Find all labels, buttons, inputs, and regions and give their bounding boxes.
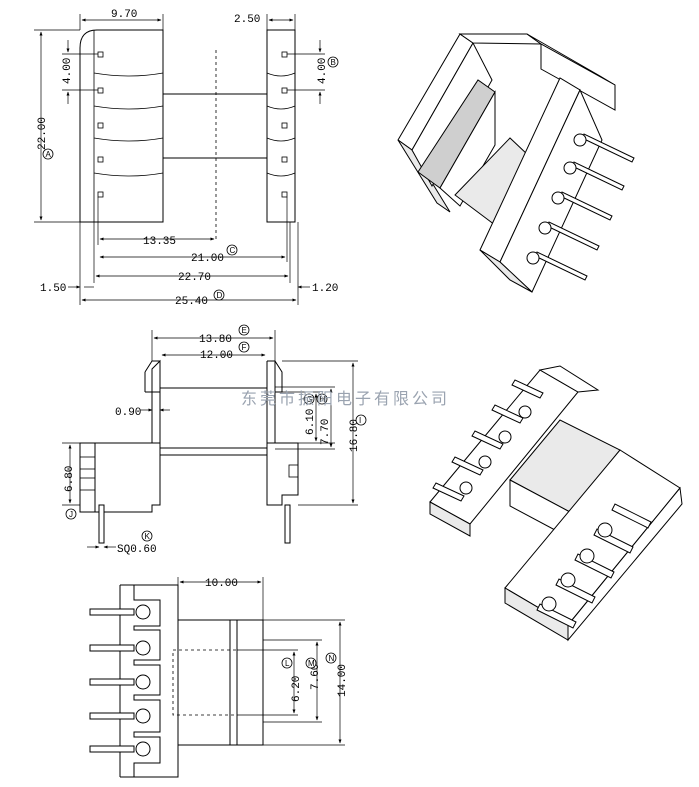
front-pins: [89, 608, 135, 753]
ref-label-g: G: [307, 395, 313, 404]
isometric-view-bottom: [429, 365, 683, 642]
left-flange-outline: [79, 29, 164, 223]
dim-16-80: 16.80: [349, 419, 361, 452]
dim-1-20: 1.20: [312, 283, 338, 295]
dim-1-50: 1.50: [40, 283, 66, 295]
iso2-front-pins: [536, 503, 652, 629]
right-flange-ribs: [266, 72, 296, 177]
right-flange-outline: [266, 29, 296, 223]
ref-label-i: I: [359, 416, 361, 425]
side-view: 13.80 E 12.00 F 0.90 6.10 G 7.70 H 16.80…: [62, 324, 367, 556]
front-view: 10.00 6.20 L 7.60 M 14.00 N: [89, 577, 349, 778]
ref-label-h: H: [320, 395, 326, 404]
ref-circle-f: [238, 341, 250, 353]
dim-6-10: 6.10: [305, 409, 317, 435]
dim-0-90: 0.90: [115, 407, 141, 419]
front-core-hidden: [172, 649, 238, 716]
top-view: 9.70 2.50 22.00 A 4.00 4.00 B 13.35 21.0…: [34, 9, 338, 308]
ref-circle-c: [226, 244, 238, 256]
ref-circle-a: [42, 148, 54, 160]
ref-label-f: F: [242, 343, 247, 352]
dim-6-80: 6.80: [64, 466, 76, 492]
ref-label-j: J: [69, 510, 73, 519]
dim-9-70: 9.70: [111, 9, 137, 21]
dim-4-00-right: 4.00: [317, 58, 329, 84]
ref-label-l: L: [285, 659, 290, 668]
ref-circle-n: [325, 652, 337, 664]
ref-circle-j: [65, 508, 77, 520]
ref-label-m: M: [308, 659, 315, 668]
right-pin-squares: [281, 51, 288, 198]
ref-circle-h: [316, 393, 328, 405]
ref-label-d: D: [217, 291, 223, 300]
left-pin-squares: [97, 51, 104, 198]
dim-2-50: 2.50: [234, 14, 260, 26]
side-left-flange: [151, 359, 161, 443]
side-pin-right: [284, 504, 291, 544]
dim-13-80: 13.80: [199, 334, 232, 346]
left-flange-ribs: [93, 72, 164, 177]
ref-circle-d: [213, 289, 225, 301]
dim-sq0-60: SQ0.60: [117, 544, 157, 556]
dim-21-00: 21.00: [191, 253, 224, 265]
ref-circle-b: [327, 56, 339, 68]
front-pin-circles: [135, 604, 151, 757]
dim-12-00: 12.00: [200, 350, 233, 362]
ref-label-e: E: [242, 326, 247, 335]
ref-circle-l: [281, 657, 293, 669]
side-base-right: [266, 442, 299, 506]
ref-label-n: N: [329, 654, 335, 663]
dim-7-60: 7.60: [310, 664, 322, 690]
ref-label-b: B: [331, 58, 336, 67]
ref-circle-k: [141, 530, 153, 542]
dim-6-20: 6.20: [291, 676, 303, 702]
dim-25-40: 25.40: [175, 296, 208, 308]
isometric-view-top: [397, 33, 635, 293]
ref-label-a: A: [46, 150, 52, 159]
ref-circle-g: [303, 393, 315, 405]
front-flange: [120, 584, 179, 778]
dim-14-00: 14.00: [337, 664, 349, 697]
side-pin-left: [98, 504, 105, 544]
dim-22-70: 22.70: [178, 272, 211, 284]
dim-13-35: 13.35: [143, 236, 176, 248]
dim-7-70: 7.70: [320, 419, 332, 445]
ref-circle-e: [238, 324, 250, 336]
front-body: [177, 619, 264, 746]
ref-circle-i: [355, 414, 367, 426]
watermark: 东莞市振阳电子有限公司: [241, 389, 450, 408]
ref-label-c: C: [230, 246, 236, 255]
dim-10-00: 10.00: [205, 578, 238, 590]
ref-label-k: K: [145, 532, 151, 541]
dim-4-00-left: 4.00: [62, 58, 74, 84]
side-base-left: [79, 442, 161, 513]
iso1-pins: [526, 133, 635, 281]
iso2-back-pins: [432, 379, 544, 502]
ref-circle-m: [305, 657, 317, 669]
dim-22-00: 22.00: [37, 117, 49, 150]
